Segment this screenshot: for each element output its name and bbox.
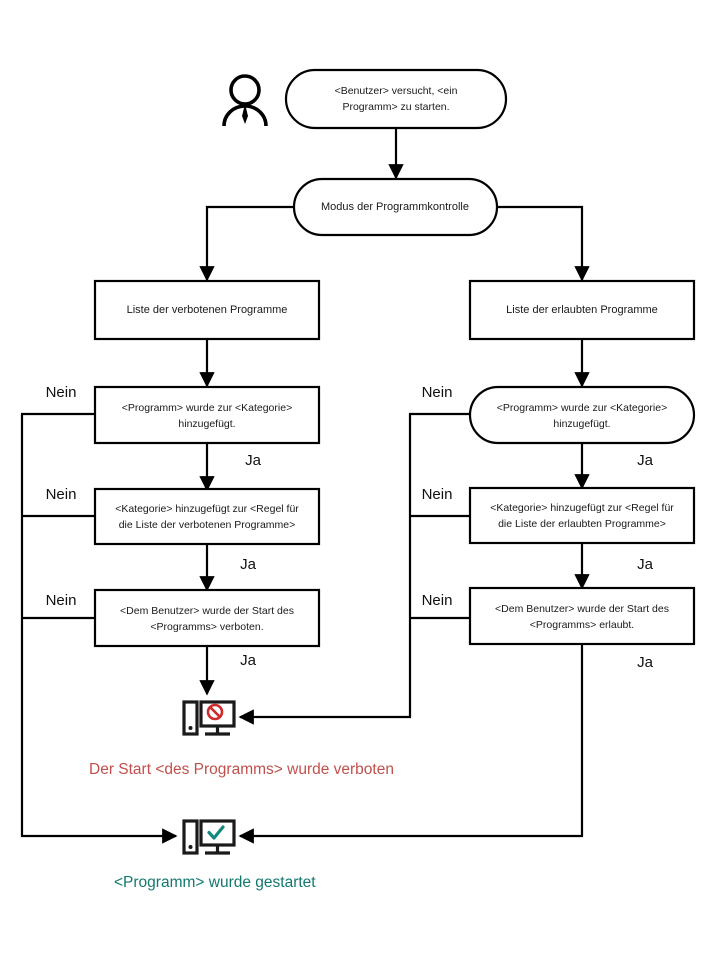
node-list-allowed: Liste der erlaubten Programme — [468, 279, 696, 341]
node-mode-label: Modus der Programmkontrolle — [321, 201, 469, 213]
node-list-allowed-label: Liste der erlaubten Programme — [506, 304, 658, 316]
node-right-d2-line1: <Kategorie> hinzugefügt zur <Regel für — [490, 502, 674, 514]
node-right-d1-line1: <Programm> wurde zur <Kategorie> — [497, 402, 667, 414]
edge-label-right-yes-3: Ja — [637, 654, 654, 671]
node-right-d2-line2: die Liste der erlaubten Programme> — [498, 518, 666, 530]
edge-label-left-no-1: Nein — [46, 384, 77, 401]
node-right-d1-line2: hinzugefügt. — [553, 418, 610, 430]
node-start: <Benutzer> versucht, <ein Programm> zu s… — [284, 68, 508, 130]
node-right-d3-line2: <Programms> erlaubt. — [530, 619, 634, 631]
node-left-decision-3: <Dem Benutzer> wurde der Start des <Prog… — [93, 588, 321, 648]
node-right-decision-2: <Kategorie> hinzugefügt zur <Regel für d… — [468, 486, 696, 545]
edge-label-right-no-3: Nein — [422, 592, 453, 609]
node-list-denied-label: Liste der verbotenen Programme — [127, 304, 288, 316]
node-list-denied: Liste der verbotenen Programme — [93, 279, 321, 341]
node-left-d2-line1: <Kategorie> hinzugefügt zur <Regel für — [115, 503, 299, 515]
node-left-d1-line2: hinzugefügt. — [178, 418, 235, 430]
edge-label-left-no-2: Nein — [46, 486, 77, 503]
node-left-d3-line1: <Dem Benutzer> wurde der Start des — [120, 605, 294, 617]
node-left-d2-line2: die Liste der verbotenen Programme> — [119, 519, 296, 531]
edge-label-left-yes-1: Ja — [245, 452, 262, 469]
node-left-decision-1: <Programm> wurde zur <Kategorie> hinzuge… — [93, 385, 321, 445]
edge-label-right-no-1: Nein — [422, 384, 453, 401]
edge-mode-to-denied-list — [199, 205, 294, 282]
edge-label-left-yes-2: Ja — [240, 556, 257, 573]
node-right-d3-line1: <Dem Benutzer> wurde der Start des — [495, 603, 669, 615]
person-icon — [222, 74, 268, 127]
edge-right-d1-no — [238, 412, 470, 725]
monitor-blocked-icon — [182, 700, 236, 736]
edge-mode-to-allowed-list — [497, 205, 590, 282]
outcome-allowed-label: <Programm> wurde gestartet — [114, 874, 316, 891]
monitor-check-icon — [182, 819, 236, 855]
node-mode: Modus der Programmkontrolle — [292, 177, 499, 237]
edge-label-left-no-3: Nein — [46, 592, 77, 609]
node-right-decision-1: <Programm> wurde zur <Kategorie> hinzuge… — [468, 385, 696, 445]
node-left-d3-line2: <Programms> verboten. — [150, 621, 263, 633]
edge-right-d3-yes-to-allowed — [238, 644, 584, 844]
node-start-line1: <Benutzer> versucht, <ein — [335, 85, 458, 97]
edge-label-right-yes-2: Ja — [637, 556, 654, 573]
node-left-decision-2: <Kategorie> hinzugefügt zur <Regel für d… — [93, 487, 321, 546]
edge-left-d1-no — [20, 412, 178, 844]
node-left-d1-line1: <Programm> wurde zur <Kategorie> — [122, 402, 292, 414]
outcome-denied-label: Der Start <des Programms> wurde verboten — [89, 761, 394, 778]
edge-label-right-no-2: Nein — [422, 486, 453, 503]
edge-label-left-yes-3: Ja — [240, 652, 257, 669]
node-right-decision-3: <Dem Benutzer> wurde der Start des <Prog… — [468, 586, 696, 646]
node-start-line2: Programm> zu starten. — [342, 101, 449, 113]
edge-label-right-yes-1: Ja — [637, 452, 654, 469]
